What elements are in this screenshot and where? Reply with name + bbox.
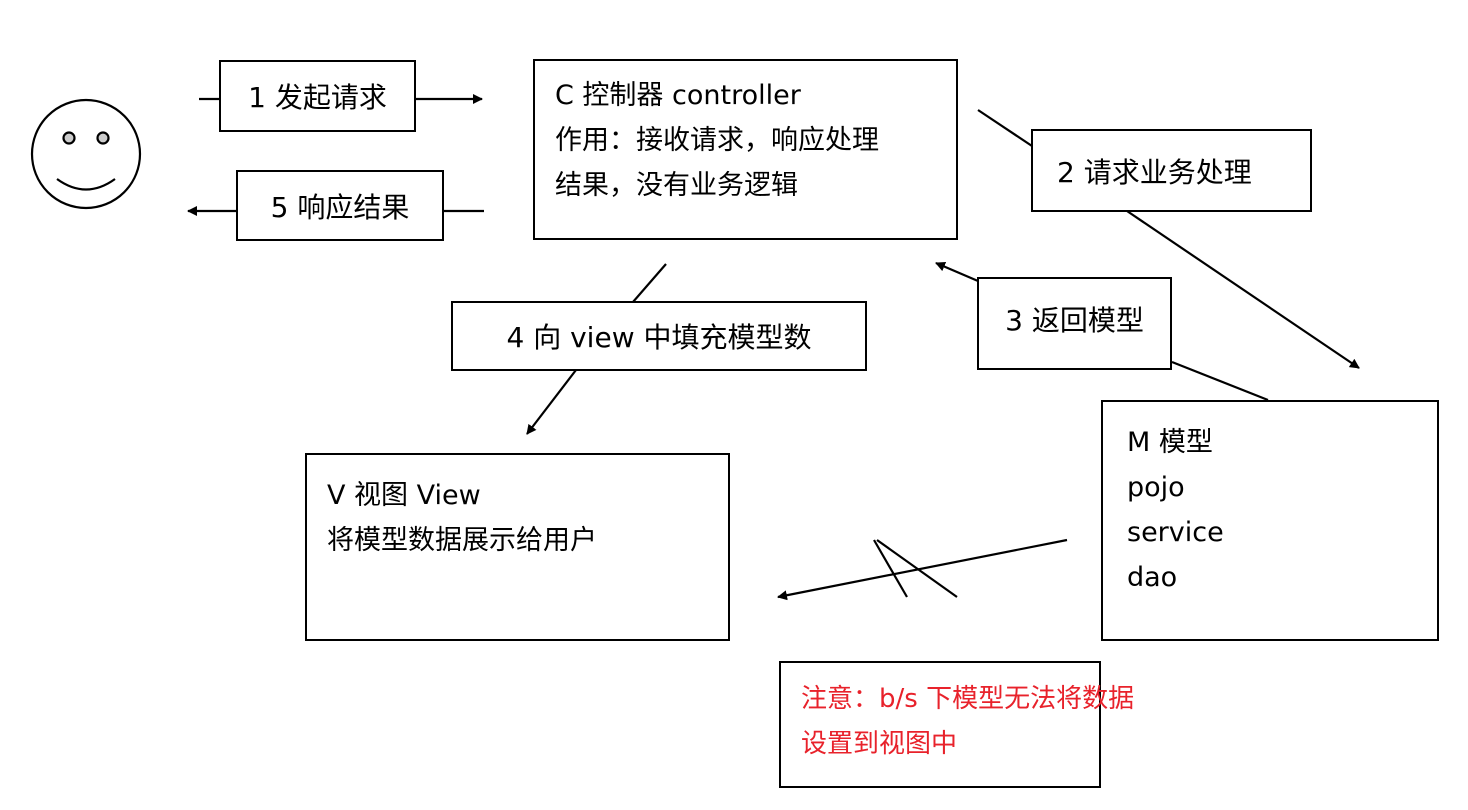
note-line1: 注意：b/s 下模型无法将数据 (801, 684, 1135, 714)
arrow-step4-b (526, 369, 577, 435)
note-box: 注意：b/s 下模型无法将数据 设置到视图中 (779, 661, 1135, 788)
model-title: M 模型 (1127, 427, 1213, 458)
blocked-arrow (777, 538, 1068, 601)
view-desc: 将模型数据展示给用户 (327, 525, 597, 556)
step2-business-label: 2 请求业务处理 (1031, 129, 1312, 212)
step4-text: 4 向 view 中填充模型数 (506, 321, 812, 354)
step1-request-label: 1 发起请求 (219, 60, 416, 132)
step1-text: 1 发起请求 (248, 81, 387, 114)
step4-fill-view-label: 4 向 view 中填充模型数 (451, 301, 867, 371)
view-title: V 视图 View (327, 480, 481, 511)
note-line2: 设置到视图中 (801, 729, 958, 759)
arrow-step2-a (977, 109, 1033, 147)
model-item-dao: dao (1127, 562, 1178, 593)
controller-desc-line1: 作用：接收请求，响应处理 (555, 125, 879, 156)
controller-title: C 控制器 controller (555, 80, 801, 111)
controller-desc-line2: 结果，没有业务逻辑 (555, 170, 798, 201)
arrow-step3-a (1171, 360, 1269, 402)
arrow-step2-b (1126, 210, 1360, 369)
step2-text: 2 请求业务处理 (1057, 156, 1252, 189)
arrow-step4-a (632, 263, 667, 303)
step3-text: 3 返回模型 (1005, 304, 1144, 337)
arrow-step3-b (935, 261, 979, 283)
step3-return-model-label: 3 返回模型 (977, 277, 1172, 370)
model-item-pojo: pojo (1127, 472, 1185, 503)
x-cross-icon (873, 539, 958, 598)
model-box: M 模型 pojo service dao (1101, 400, 1439, 641)
smiley-user-icon (30, 98, 142, 210)
view-box: V 视图 View 将模型数据展示给用户 (305, 453, 730, 641)
controller-box: C 控制器 controller 作用：接收请求，响应处理 结果，没有业务逻辑 (533, 59, 958, 240)
step5-text: 5 响应结果 (270, 190, 410, 224)
model-item-service: service (1127, 517, 1224, 548)
step5-response-label: 5 响应结果 (236, 170, 444, 241)
